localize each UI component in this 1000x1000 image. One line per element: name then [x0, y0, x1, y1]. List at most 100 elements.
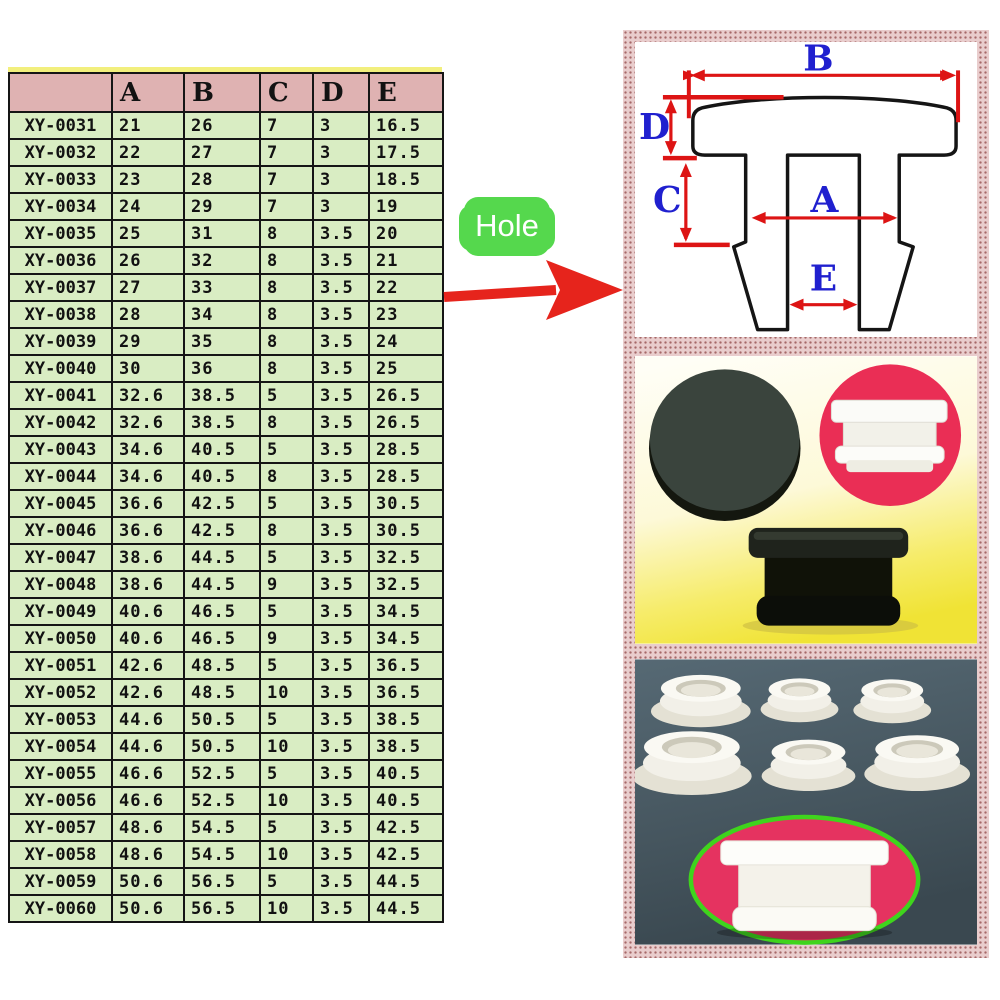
- value-cell: 40.5: [183, 462, 261, 491]
- value-cell: 27: [111, 273, 185, 302]
- value-cell: 34.6: [111, 462, 185, 491]
- plug-outline: [691, 95, 958, 332]
- dim-e-arrowhead-right: [843, 298, 858, 311]
- value-cell: 44.5: [183, 570, 261, 599]
- pointer-arrow-icon: [443, 260, 623, 320]
- model-cell: XY-0047: [8, 543, 113, 572]
- product-panels-column: B D C A: [623, 30, 989, 958]
- value-cell: 3.5: [312, 300, 370, 329]
- model-cell: XY-0031: [8, 111, 113, 140]
- value-cell: 23: [368, 300, 444, 329]
- value-cell: 22: [111, 138, 185, 167]
- hole-annotation-badge: Hole: [462, 200, 552, 252]
- value-cell: 34.5: [368, 624, 444, 653]
- value-cell: 3.5: [312, 759, 370, 788]
- value-cell: 52.5: [183, 759, 261, 788]
- model-cell: XY-0041: [8, 381, 113, 410]
- value-cell: 29: [183, 192, 261, 221]
- value-cell: 38.5: [183, 408, 261, 437]
- value-cell: 38.5: [368, 732, 444, 761]
- value-cell: 42.5: [368, 813, 444, 842]
- model-cell: XY-0059: [8, 867, 113, 896]
- value-cell: 5: [259, 543, 314, 572]
- value-cell: 10: [259, 678, 314, 707]
- value-cell: 3.5: [312, 246, 370, 275]
- pointer-arrow-head: [546, 260, 623, 320]
- dim-c-arrowhead-down: [679, 227, 692, 242]
- model-cell: XY-0042: [8, 408, 113, 437]
- value-cell: 44.5: [183, 543, 261, 572]
- value-cell: 32.6: [111, 408, 185, 437]
- value-cell: 44.5: [368, 894, 444, 923]
- value-cell: 5: [259, 597, 314, 626]
- value-cell: 5: [259, 435, 314, 464]
- value-cell: 56.5: [183, 867, 261, 896]
- value-cell: 48.5: [183, 678, 261, 707]
- value-cell: 3.5: [312, 327, 370, 356]
- value-cell: 34.6: [111, 435, 185, 464]
- value-cell: 32.5: [368, 570, 444, 599]
- value-cell: 20: [368, 219, 444, 248]
- model-cell: XY-0032: [8, 138, 113, 167]
- value-cell: 32.6: [111, 381, 185, 410]
- value-cell: 36: [183, 354, 261, 383]
- white-plug-inset: [819, 364, 962, 506]
- value-cell: 54.5: [183, 840, 261, 869]
- model-cell: XY-0060: [8, 894, 113, 923]
- value-cell: 7: [259, 192, 314, 221]
- model-cell: XY-0051: [8, 651, 113, 680]
- table-header-row: A B C D E: [8, 72, 444, 113]
- value-cell: 5: [259, 489, 314, 518]
- grommet-photo: [853, 679, 932, 724]
- product-photo-panel-bottom: [635, 659, 977, 945]
- value-cell: 26.5: [368, 408, 444, 437]
- dim-a-arrowhead-right: [883, 211, 898, 224]
- value-cell: 23: [111, 165, 185, 194]
- value-cell: 38.6: [111, 543, 185, 572]
- value-cell: 26: [183, 111, 261, 140]
- model-cell: XY-0038: [8, 300, 113, 329]
- value-cell: 38.5: [183, 381, 261, 410]
- value-cell: 3.5: [312, 624, 370, 653]
- value-cell: 36.6: [111, 489, 185, 518]
- value-cell: 30.5: [368, 489, 444, 518]
- value-cell: 42.5: [183, 516, 261, 545]
- value-cell: 28.5: [368, 462, 444, 491]
- dim-a-arrowhead-left: [751, 211, 766, 224]
- value-cell: 21: [111, 111, 185, 140]
- value-cell: 10: [259, 732, 314, 761]
- value-cell: 3.5: [312, 786, 370, 815]
- grommet-photo: [760, 678, 839, 723]
- value-cell: 28: [111, 300, 185, 329]
- model-cell: XY-0039: [8, 327, 113, 356]
- model-cell: XY-0056: [8, 786, 113, 815]
- value-cell: 3: [312, 165, 370, 194]
- header-cell-a: A: [111, 72, 185, 113]
- value-cell: 8: [259, 516, 314, 545]
- plug-photo-illustration: [635, 356, 977, 644]
- model-cell: XY-0058: [8, 840, 113, 869]
- value-cell: 8: [259, 246, 314, 275]
- value-cell: 50.6: [111, 894, 185, 923]
- model-cell: XY-0037: [8, 273, 113, 302]
- value-cell: 42.6: [111, 651, 185, 680]
- value-cell: 40.5: [368, 786, 444, 815]
- value-cell: 3.5: [312, 273, 370, 302]
- value-cell: 22: [368, 273, 444, 302]
- value-cell: 48.6: [111, 813, 185, 842]
- value-cell: 9: [259, 570, 314, 599]
- dim-b-arrowhead-left: [690, 69, 705, 82]
- hole-annotation-label: Hole: [475, 208, 539, 243]
- value-cell: 50.6: [111, 867, 185, 896]
